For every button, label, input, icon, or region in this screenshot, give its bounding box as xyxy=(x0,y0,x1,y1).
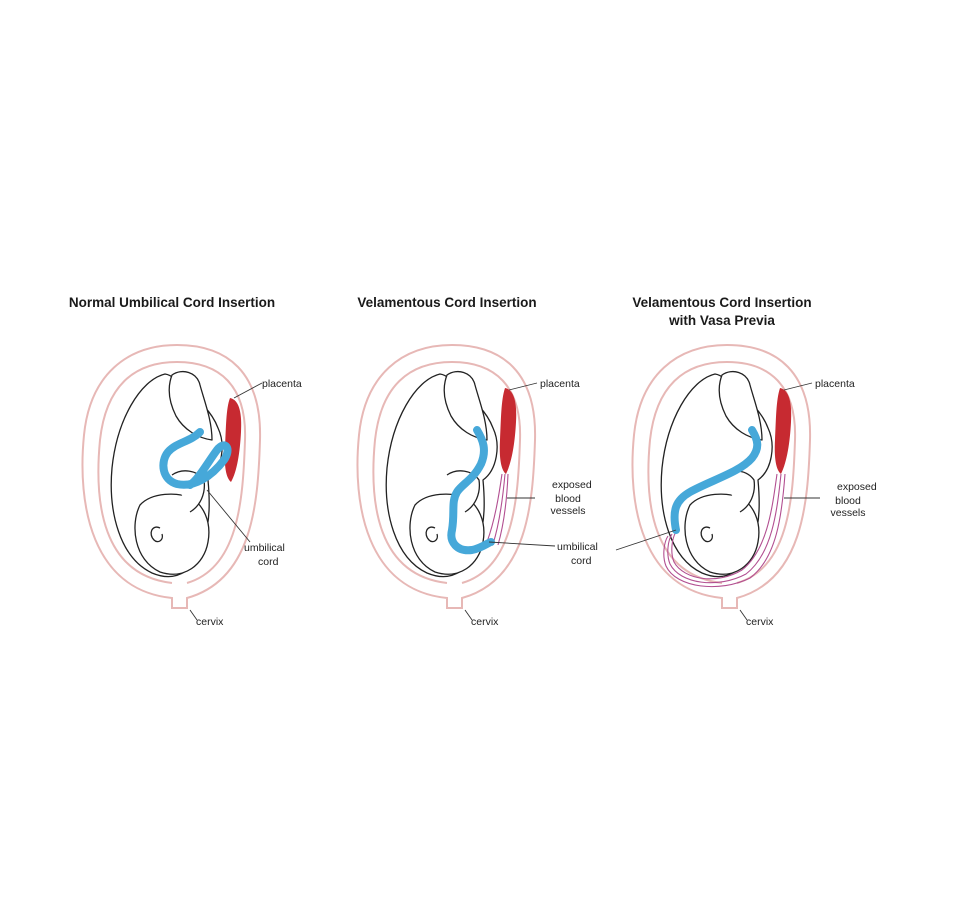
leader-cervix xyxy=(464,609,473,621)
fetus-ear xyxy=(700,526,714,543)
placenta xyxy=(224,398,242,482)
leader-cervix xyxy=(739,609,748,621)
panel-title: Velamentous Cord Insertion xyxy=(357,295,537,310)
label-exposed: exposed xyxy=(552,479,592,491)
label-placenta: placenta xyxy=(815,378,855,390)
fetus-ear xyxy=(425,526,439,543)
diagram-normal-insertion xyxy=(81,343,263,621)
leader-placenta xyxy=(783,382,813,391)
fetus-head xyxy=(134,493,210,575)
fetus-leg xyxy=(443,371,488,441)
label-cervix: cervix xyxy=(746,616,774,628)
label-placenta: placenta xyxy=(540,378,580,390)
panel-title: Normal Umbilical Cord Insertion xyxy=(68,295,276,310)
leader-cord xyxy=(488,541,556,547)
fetus xyxy=(660,371,773,578)
placenta xyxy=(499,388,517,474)
umbilical-cord xyxy=(670,426,762,534)
label-cervix: cervix xyxy=(196,616,224,628)
fetus-leg xyxy=(168,371,213,441)
panel-normal-insertion: Normal Umbilical Cord Insertion placenta… xyxy=(22,280,322,640)
fetus-ear xyxy=(150,526,164,543)
placenta xyxy=(774,388,792,474)
label-placenta: placenta xyxy=(262,378,302,390)
diagram-velamentous-insertion xyxy=(356,343,556,621)
uterus-outer-wall xyxy=(631,343,812,609)
exposed-blood-vessels xyxy=(486,473,509,546)
leader-cord xyxy=(206,489,251,543)
label-cervix: cervix xyxy=(471,616,499,628)
panel-title: Velamentous Cord Insertion with Vasa Pre… xyxy=(572,294,872,330)
umbilical-cord xyxy=(159,428,232,489)
label-cord: cord xyxy=(571,555,592,567)
label-exposed: exposed xyxy=(837,481,877,493)
label-cord: cord xyxy=(258,556,279,568)
label-umbilical: umbilical xyxy=(557,541,598,553)
leader-placenta xyxy=(508,382,538,391)
uterus-outer-wall xyxy=(81,343,262,609)
uterus-inner-wall xyxy=(647,360,797,584)
leader-cord xyxy=(615,529,677,551)
label-blood-vessels: blood vessels xyxy=(830,495,866,519)
leader-cervix xyxy=(189,609,198,621)
exposed-blood-vessels xyxy=(663,473,786,588)
label-blood-vessels: blood vessels xyxy=(550,493,586,517)
fetus-head xyxy=(684,493,760,575)
uterus-outer-wall xyxy=(356,343,537,609)
label-umbilical: umbilical xyxy=(244,542,285,554)
panel-title-line-1: Velamentous Cord Insertion xyxy=(632,295,812,310)
uterus-inner-wall xyxy=(97,360,247,584)
diagram-vasa-previa xyxy=(615,343,820,621)
leader-placenta xyxy=(233,382,263,399)
umbilical-cord xyxy=(447,426,495,555)
fetus xyxy=(385,371,498,578)
uterus-inner-wall xyxy=(372,360,522,584)
fetus-leg xyxy=(718,371,763,441)
panel-velamentous-insertion: Velamentous Cord Insertion placenta expo… xyxy=(297,280,598,640)
panel-vasa-previa: Velamentous Cord Insertion with Vasa Pre… xyxy=(572,280,877,640)
panel-title-line-2: with Vasa Previa xyxy=(669,313,775,328)
